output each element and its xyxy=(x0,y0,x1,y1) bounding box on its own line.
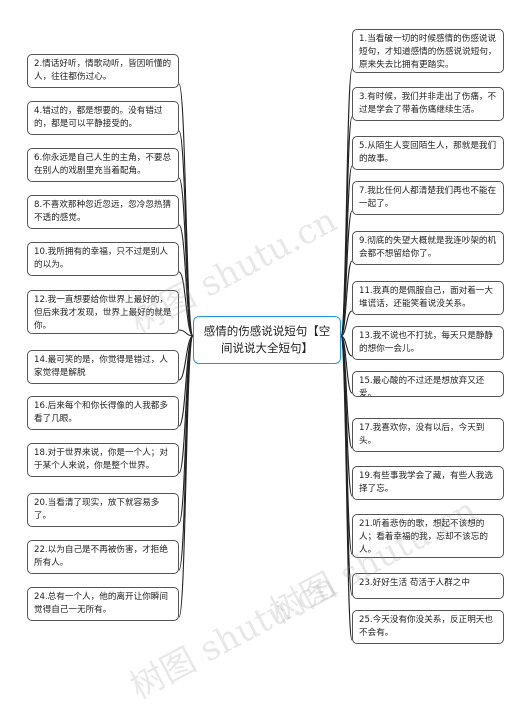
topic-text: 23.好好生活 苟活于人群之中 xyxy=(359,578,470,588)
right-topic-10[interactable]: 19.有些事我学会了藏，有些人我选择了忘。 xyxy=(352,466,504,500)
topic-text: 20.当看清了现实，放下就容易多了。 xyxy=(34,498,160,521)
left-topic-9[interactable]: 18.对于世界来说，你是一个人；对于某个人来说，你是整个世界。 xyxy=(27,443,179,477)
connector-right-6 xyxy=(340,310,353,337)
topic-text: 21.听着悲伤的歌，想起不该想的人；看着幸福的我，忘却不该忘的人。 xyxy=(359,519,488,555)
left-topic-10[interactable]: 20.当看清了现实，放下就容易多了。 xyxy=(27,493,179,527)
right-topic-7[interactable]: 13.我不说也不打扰，每天只是静静的想你一会儿。 xyxy=(352,326,504,360)
connector-left-4 xyxy=(178,224,194,337)
connector-lines xyxy=(178,68,353,641)
topic-text: 25.今天没有你没关系，反正明天也不会有。 xyxy=(359,615,493,638)
topic-text: 8.不喜欢那种忽近忽远，忽冷忽热猜不透的感觉。 xyxy=(34,200,172,223)
topic-text: 9.彻底的失望大概就是我连吵架的机会都不想留给你了。 xyxy=(359,236,497,259)
left-topic-8[interactable]: 16.后来每个和你长得像的人我都多看了几眼。 xyxy=(27,396,179,430)
topic-text: 6.你永远是自己人生的主角，不要总在别人的戏剧里充当着配角。 xyxy=(34,153,172,176)
connector-left-6 xyxy=(178,329,194,337)
connector-left-12 xyxy=(178,335,194,618)
topic-text: 7.我比任何人都清楚我们再也不能在一起了。 xyxy=(359,186,497,209)
connector-left-1 xyxy=(178,83,194,337)
right-topic-1[interactable]: 1.当看破一切的时候感情的伤感说说短句，才知道感情的伤感说说短句，原来失去比拥有… xyxy=(352,29,504,73)
left-topic-6[interactable]: 12.我一直想要给你世界上最好的，但后来我才发现，世界上最好的就是你。 xyxy=(27,290,179,334)
topic-text: 13.我不说也不打扰，每天只是静静的想你一会儿。 xyxy=(359,331,493,354)
right-topic-2[interactable]: 3.有时候，我们并非走出了伤痛，不过是学会了带着伤痛继续生活。 xyxy=(352,87,504,121)
topic-text: 18.对于世界来说，你是一个人；对于某个人来说，你是整个世界。 xyxy=(34,448,168,471)
topic-text: 11.我真的是佩服自己，面对着一大堆谎话，还能笑着说没关系。 xyxy=(359,286,493,309)
right-topic-4[interactable]: 7.我比任何人都清楚我们再也不能在一起了。 xyxy=(352,181,504,215)
right-topic-3[interactable]: 5.从陌生人变回陌生人，那就是我们的故事。 xyxy=(352,136,504,170)
right-topic-13[interactable]: 25.今天没有你没关系，反正明天也不会有。 xyxy=(352,610,504,644)
connector-left-11 xyxy=(178,335,194,571)
topic-text: 14.最可笑的是，你觉得是错过，人家觉得是解脱 xyxy=(34,355,168,378)
topic-text: 24.总有一个人，他的离开让你瞬间觉得自己一无所有。 xyxy=(34,592,168,615)
left-topic-5[interactable]: 10.我所拥有的幸福，只不过是别人的以为。 xyxy=(27,242,179,276)
central-topic-label: 感情的伤感说说短句【空间说说大全短句】 xyxy=(203,324,331,355)
right-topic-8[interactable]: 15.最心酸的不过还是想放弃又还爱。 xyxy=(352,371,504,397)
left-topic-1[interactable]: 2.情话好听，情歌动听，皆因听懂的人，往往都伤过心。 xyxy=(27,54,179,88)
topic-text: 1.当看破一切的时候感情的伤感说说短句，才知道感情的伤感说说短句，原来失去比拥有… xyxy=(359,34,497,70)
connector-right-13 xyxy=(340,335,353,641)
right-topic-11[interactable]: 21.听着悲伤的歌，想起不该想的人；看着幸福的我，忘却不该忘的人。 xyxy=(352,514,504,558)
left-topic-3[interactable]: 6.你永远是自己人生的主角，不要总在别人的戏剧里充当着配角。 xyxy=(27,148,179,182)
connector-right-5 xyxy=(340,260,353,337)
right-topic-9[interactable]: 17.我喜欢你，没有以后，今天到头。 xyxy=(352,418,504,452)
topic-text: 19.有些事我学会了藏，有些人我选择了忘。 xyxy=(359,471,493,494)
left-topic-7[interactable]: 14.最可笑的是，你觉得是错过，人家觉得是解脱 xyxy=(27,350,179,384)
left-topic-11[interactable]: 22.以为自己是不再被伤害，才拒绝所有人。 xyxy=(27,540,179,574)
right-topic-12[interactable]: 23.好好生活 苟活于人群之中 xyxy=(352,573,504,599)
left-topic-4[interactable]: 8.不喜欢那种忽近忽远，忽冷忽热猜不透的感觉。 xyxy=(27,195,179,229)
topic-text: 5.从陌生人变回陌生人，那就是我们的故事。 xyxy=(359,141,497,164)
topic-text: 10.我所拥有的幸福，只不过是别人的以为。 xyxy=(34,247,168,270)
topic-text: 12.我一直想要给你世界上最好的，但后来我才发现，世界上最好的就是你。 xyxy=(34,295,172,331)
central-topic[interactable]: 感情的伤感说说短句【空间说说大全短句】 xyxy=(193,316,341,364)
right-topic-5[interactable]: 9.彻底的失望大概就是我连吵架的机会都不想留给你了。 xyxy=(352,231,504,265)
right-topic-6[interactable]: 11.我真的是佩服自己，面对着一大堆谎话，还能笑着说没关系。 xyxy=(352,281,504,315)
connector-left-5 xyxy=(178,271,194,337)
mind-map: 感情的伤感说说短句【空间说说大全短句】 2.情话好听，情歌动听，皆因听懂的人，往… xyxy=(27,29,504,707)
topic-text: 15.最心酸的不过还是想放弃又还爱。 xyxy=(359,376,485,397)
topic-text: 16.后来每个和你长得像的人我都多看了几眼。 xyxy=(34,401,168,424)
topic-text: 22.以为自己是不再被伤害，才拒绝所有人。 xyxy=(34,545,168,568)
left-topic-2[interactable]: 4.错过的，都是想要的。没有错过的，都是可以平静接受的。 xyxy=(27,101,179,135)
topic-text: 2.情话好听，情歌动听，皆因听懂的人，往往都伤过心。 xyxy=(34,59,172,82)
topic-text: 17.我喜欢你，没有以后，今天到头。 xyxy=(359,423,485,446)
left-topic-12[interactable]: 24.总有一个人，他的离开让你瞬间觉得自己一无所有。 xyxy=(27,587,179,621)
topic-text: 4.错过的，都是想要的。没有错过的，都是可以平静接受的。 xyxy=(34,106,163,129)
topic-text: 3.有时候，我们并非走出了伤痛，不过是学会了带着伤痛继续生活。 xyxy=(359,92,497,115)
